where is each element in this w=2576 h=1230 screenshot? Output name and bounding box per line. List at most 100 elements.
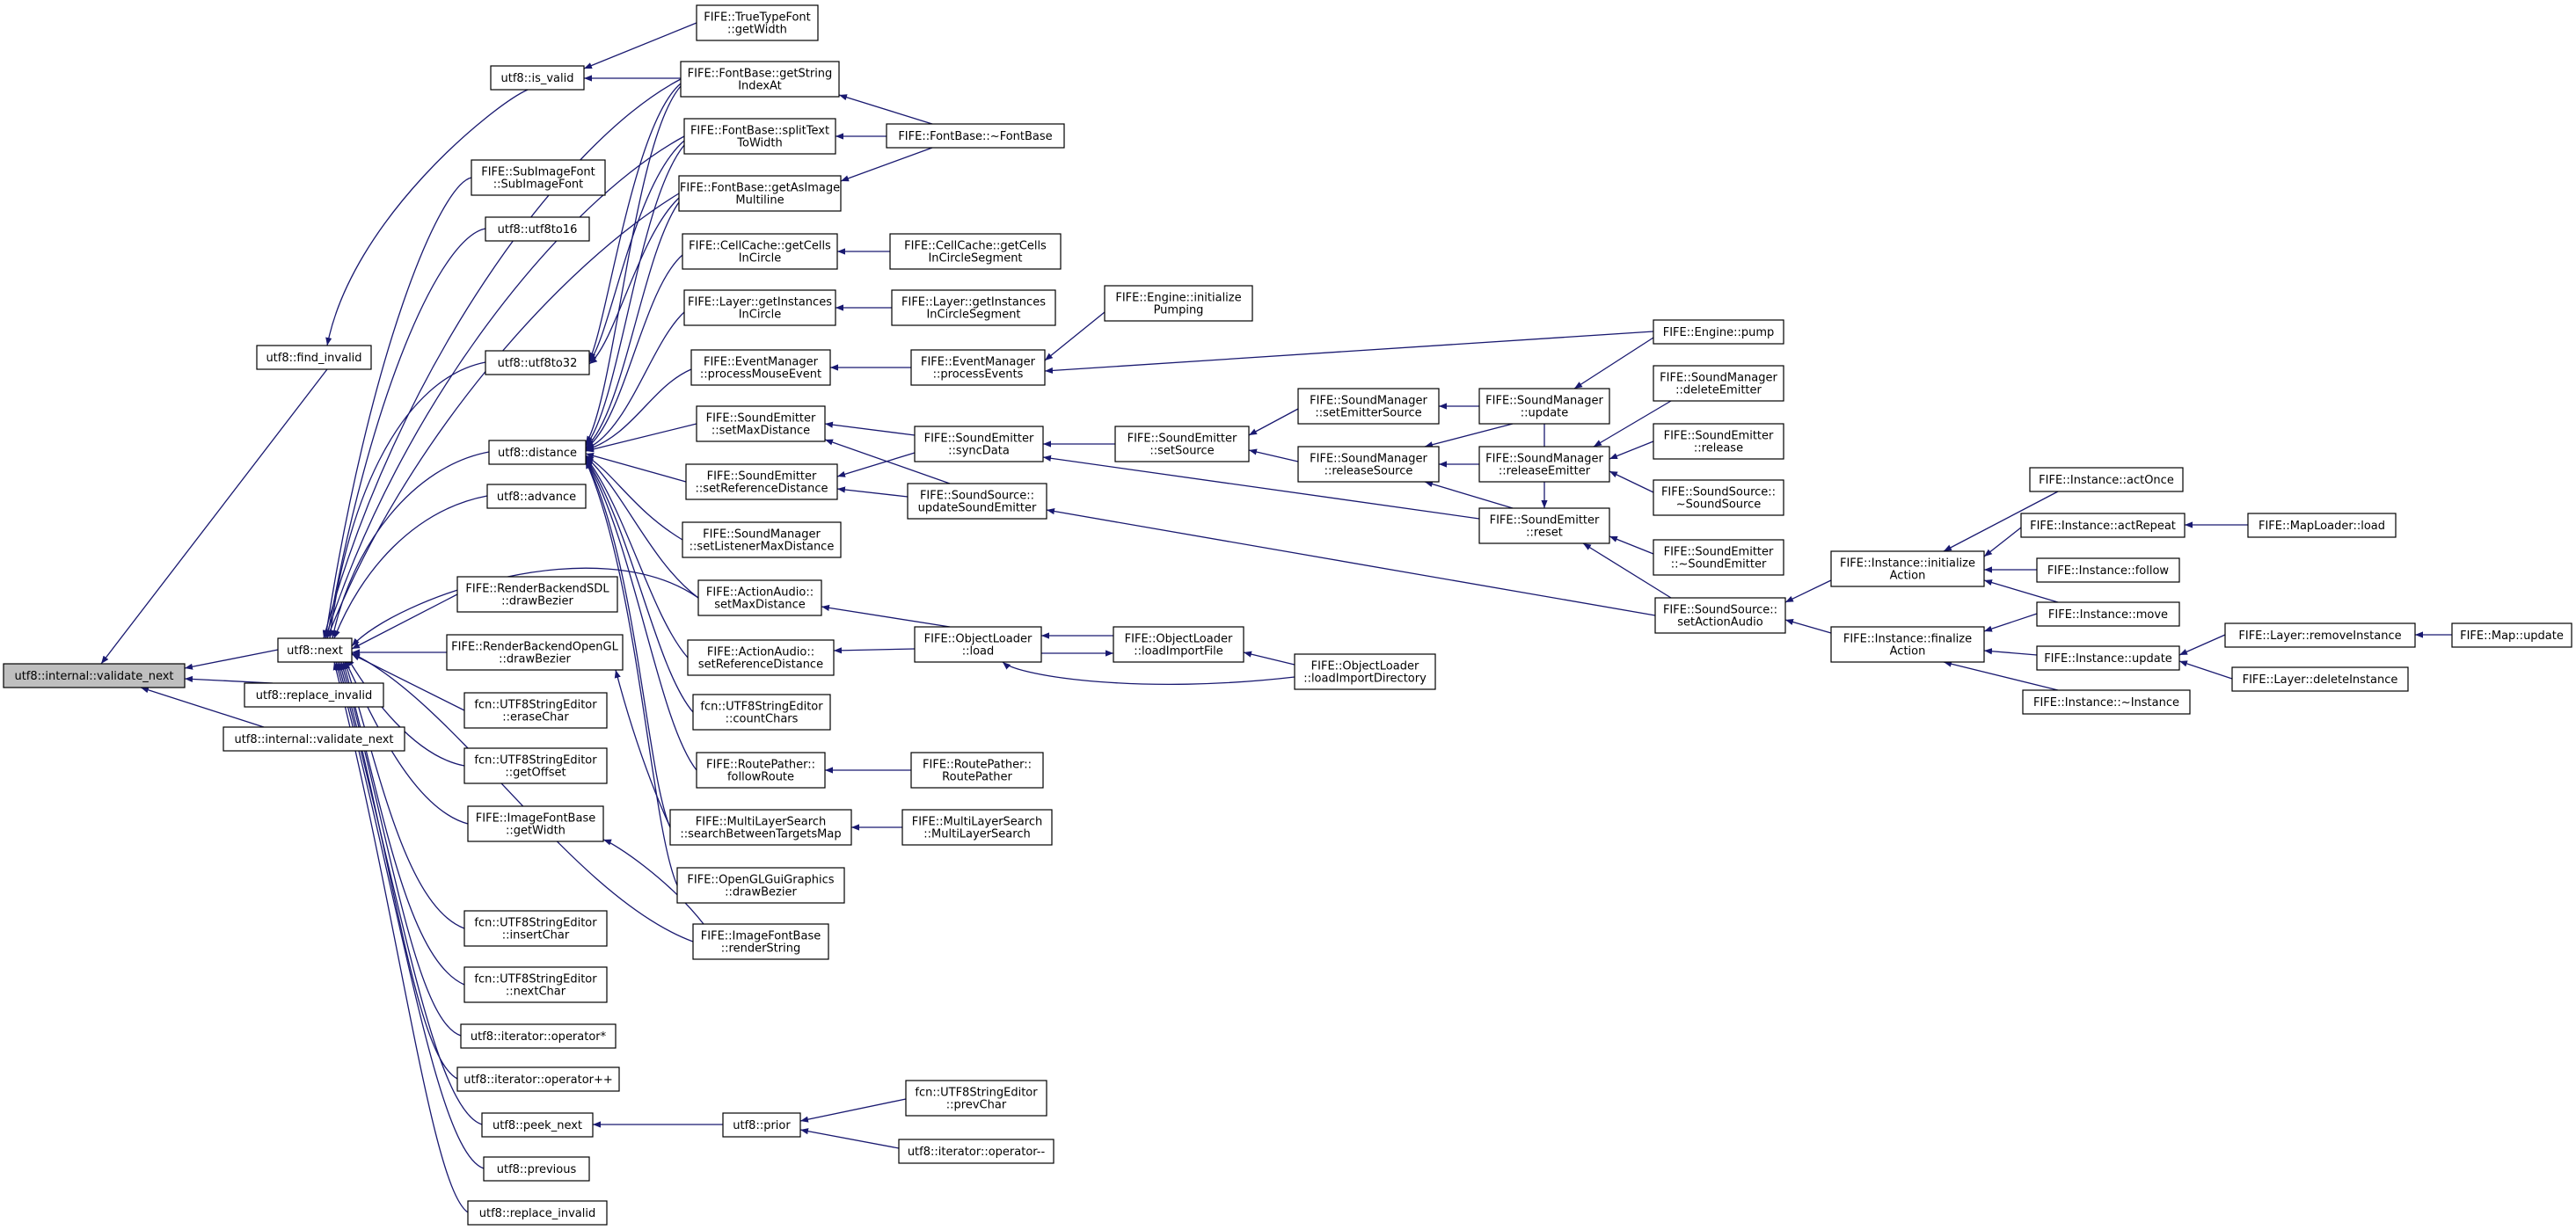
node-peek-next[interactable]: utf8::peek_next (481, 1112, 594, 1138)
edge-inst_initaction-to-ss_setactionaudio (1784, 579, 1832, 603)
node-aa-setmaxdistance[interactable]: FIFE::ActionAudio::setMaxDistance (697, 579, 822, 616)
node-map-update[interactable]: FIFE::Map::update (2451, 622, 2572, 648)
node-se-setmaxdistance[interactable]: FIFE::SoundEmitter::setMaxDistance (696, 405, 826, 442)
node-box (463, 692, 608, 729)
node-sm-setlistenermax[interactable]: FIFE::SoundManager::setListenerMaxDistan… (682, 521, 842, 558)
node-replace-invalid-l3[interactable]: utf8::replace_invalid (467, 1200, 608, 1226)
node-ss-updatesoundemitter[interactable]: FIFE::SoundSource::updateSoundEmitter (907, 483, 1047, 520)
node-sm-releasesource[interactable]: FIFE::SoundManager::releaseSource (1297, 446, 1440, 483)
node-rb-gl-drawbezier[interactable]: FIFE::RenderBackendOpenGL::drawBezier (446, 634, 624, 671)
node-box (1297, 446, 1440, 483)
node-ol-loadimportdir[interactable]: FIFE::ObjectLoader::loadImportDirectory (1294, 653, 1436, 690)
node-validate-next[interactable]: utf8::internal::validate_next (3, 663, 186, 688)
node-sm-setemittersource[interactable]: FIFE::SoundManager::setEmitterSource (1297, 388, 1440, 425)
node-layer-deleteinst[interactable]: FIFE::Layer::deleteInstance (2231, 666, 2409, 692)
node-se-setrefdistance[interactable]: FIFE::SoundEmitter::setReferenceDistance (685, 463, 838, 500)
node-label: ::eraseChar (502, 711, 569, 724)
node-rb-sdl-drawbezier[interactable]: FIFE::RenderBackendSDL::drawBezier (456, 576, 618, 613)
node-it-dec[interactable]: utf8::iterator::operator-- (898, 1139, 1054, 1164)
node-se-dtor[interactable]: FIFE::SoundEmitter::~SoundEmitter (1653, 539, 1784, 576)
node-rp-followroute[interactable]: FIFE::RoutePather::followRoute (696, 752, 826, 789)
node-label: utf8::utf8to16 (498, 223, 578, 237)
node-box (1104, 285, 1253, 322)
edge-previous-to-next (334, 661, 485, 1169)
node-se-reset[interactable]: FIFE::SoundEmitter::reset (1478, 507, 1610, 544)
node-it-deref[interactable]: utf8::iterator::operator* (460, 1023, 617, 1049)
node-box (1653, 365, 1784, 402)
node-box (690, 349, 831, 386)
node-label: ::prevChar (946, 1099, 1007, 1112)
node-ss-setactionaudio[interactable]: FIFE::SoundSource::setActionAudio (1654, 597, 1786, 634)
node-ed-getoffset[interactable]: fcn::UTF8StringEditor::getOffset (463, 747, 608, 784)
edge-it_deref-to-next (340, 661, 462, 1037)
node-se-release[interactable]: FIFE::SoundEmitter::release (1653, 423, 1784, 460)
node-inst-follow[interactable]: FIFE::Instance::follow (2036, 557, 2180, 583)
node-prior[interactable]: utf8::prior (722, 1112, 801, 1138)
node-ifb-renderstring[interactable]: FIFE::ImageFontBase::renderString (692, 923, 829, 960)
node-ed-nextchar[interactable]: fcn::UTF8StringEditor::nextChar (463, 966, 608, 1003)
node-utf8to32[interactable]: utf8::utf8to32 (485, 350, 590, 375)
node-label: ::processEvents (933, 368, 1024, 382)
node-ed-erasechar[interactable]: fcn::UTF8StringEditor::eraseChar (463, 692, 608, 729)
node-inst-dtor[interactable]: FIFE::Instance::~Instance (2022, 689, 2191, 715)
node-mls-search[interactable]: FIFE::MultiLayerSearch::searchBetweenTar… (669, 809, 852, 846)
node-inst-actonce[interactable]: FIFE::Instance::actOnce (2029, 467, 2184, 492)
node-find-invalid[interactable]: utf8::find_invalid (256, 345, 372, 370)
edge-ed_prevchar-to-prior (799, 1098, 907, 1123)
node-replace-invalid-l2[interactable]: utf8::replace_invalid (244, 682, 384, 708)
node-mls-ctor[interactable]: FIFE::MultiLayerSearch::MultiLayerSearch (901, 809, 1053, 846)
node-distance[interactable]: utf8::distance (488, 440, 587, 465)
node-next[interactable]: utf8::next (277, 637, 353, 663)
node-ed-countchars[interactable]: fcn::UTF8StringEditor::countChars (692, 694, 831, 731)
node-label: FIFE::SoundManager (1485, 453, 1603, 466)
edge-cc_getcells-to-distance (585, 254, 683, 449)
node-aa-setrefdistance[interactable]: FIFE::ActionAudio::setReferenceDistance (687, 639, 835, 676)
node-sm-update[interactable]: FIFE::SoundManager::update (1478, 388, 1610, 425)
node-advance[interactable]: utf8::advance (486, 484, 587, 509)
node-em-processmouse[interactable]: FIFE::EventManager::processMouseEvent (690, 349, 831, 386)
node-validate-next2[interactable]: utf8::internal::validate_next (223, 726, 405, 752)
node-layer-removeinst[interactable]: FIFE::Layer::removeInstance (2224, 622, 2416, 648)
node-inst-actrepeat[interactable]: FIFE::Instance::actRepeat (2020, 513, 2186, 538)
node-sm-deleteemitter[interactable]: FIFE::SoundManager::deleteEmitter (1653, 365, 1784, 402)
node-tt-getwidth[interactable]: FIFE::TrueTypeFont::getWidth (696, 4, 819, 41)
node-ed-insertchar[interactable]: fcn::UTF8StringEditor::insertChar (463, 910, 608, 947)
node-inst-move[interactable]: FIFE::Instance::move (2036, 601, 2180, 627)
node-em-processevents[interactable]: FIFE::EventManager::processEvents (910, 349, 1046, 386)
node-box (2231, 666, 2409, 692)
node-label: FIFE::FontBase::getAsImage (680, 182, 840, 195)
node-oglgui-drawbezier[interactable]: FIFE::OpenGLGuiGraphics::drawBezier (676, 867, 845, 904)
node-is-valid[interactable]: utf8::is_valid (490, 65, 585, 91)
node-subimagefont[interactable]: FIFE::SubImageFont::SubImageFont (471, 159, 606, 196)
node-rp-ctor[interactable]: FIFE::RoutePather::RoutePather (910, 752, 1044, 789)
node-ss-dtor[interactable]: FIFE::SoundSource::~SoundSource (1653, 479, 1784, 516)
node-fb-dtor[interactable]: FIFE::FontBase::~FontBase (886, 123, 1065, 149)
node-it-inc[interactable]: utf8::iterator::operator++ (456, 1066, 620, 1092)
node-ol-load[interactable]: FIFE::ObjectLoader::load (914, 626, 1042, 663)
node-previous[interactable]: utf8::previous (483, 1156, 590, 1182)
node-inst-update[interactable]: FIFE::Instance::update (2036, 645, 2180, 671)
node-label: setActionAudio (1677, 616, 1763, 630)
node-ifb-getwidth[interactable]: FIFE::ImageFontBase::getWidth (467, 805, 604, 842)
node-ol-loadimportfile[interactable]: FIFE::ObjectLoader::loadImportFile (1113, 626, 1244, 663)
node-sm-releaseemitter[interactable]: FIFE::SoundManager::releaseEmitter (1478, 446, 1610, 483)
node-se-syncdata[interactable]: FIFE::SoundEmitter::syncData (914, 426, 1044, 462)
node-se-setsource[interactable]: FIFE::SoundEmitter::setSource (1114, 426, 1250, 462)
node-maploader-load[interactable]: FIFE::MapLoader::load (2247, 513, 2397, 538)
node-label: FIFE::MapLoader::load (2259, 520, 2385, 533)
node-engine-pump[interactable]: FIFE::Engine::pump (1653, 319, 1784, 345)
node-box (696, 752, 826, 789)
node-ed-prevchar[interactable]: fcn::UTF8StringEditor::prevChar (905, 1080, 1047, 1117)
node-utf8to16[interactable]: utf8::utf8to16 (485, 216, 590, 242)
node-box (683, 118, 836, 155)
